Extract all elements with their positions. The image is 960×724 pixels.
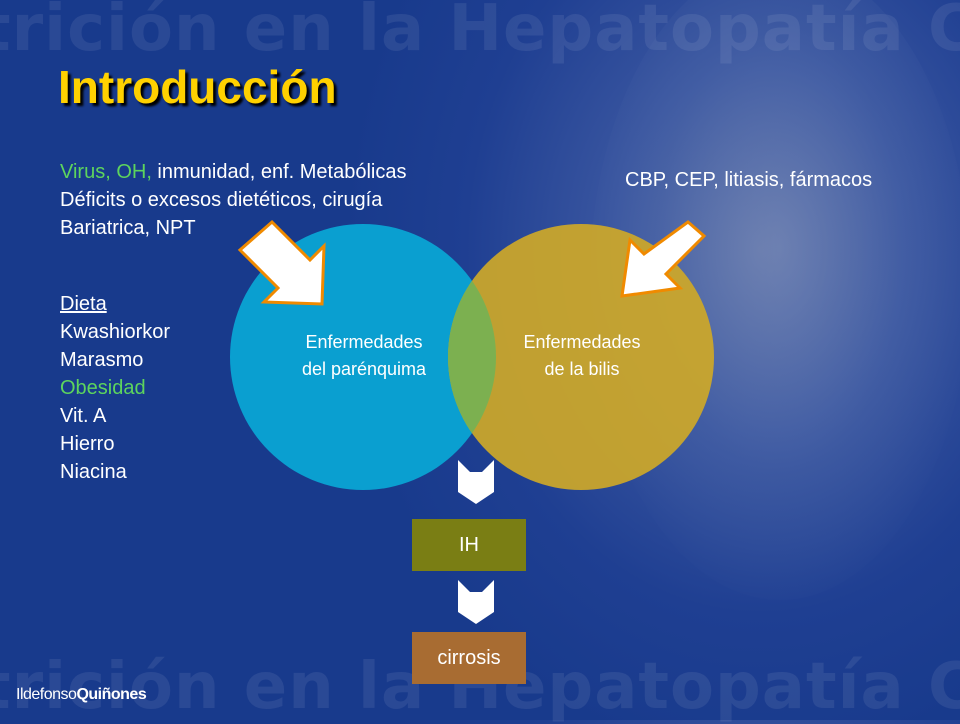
- logo-second: Quiñones: [76, 686, 147, 703]
- cirrosis-box: cirrosis: [412, 632, 526, 684]
- diet-item: Niacina: [60, 461, 127, 483]
- causes-line2: Déficits o excesos dietéticos, cirugía: [60, 189, 383, 211]
- chevron-down-icon: [458, 580, 494, 624]
- causes-line1: inmunidad, enf. Metabólicas: [151, 161, 407, 183]
- bile-label: Enfermedades de la bilis: [482, 329, 682, 383]
- bile-label-line1: Enfermedades: [523, 332, 641, 352]
- diet-item: Vit. A: [60, 405, 107, 427]
- logo-first: Ildefonso: [16, 686, 77, 703]
- parenchyma-label-line2: del parénquima: [301, 359, 427, 379]
- chevron-down-icon: [458, 460, 494, 504]
- diet-item: Hierro: [60, 433, 115, 455]
- ih-box: IH: [412, 519, 526, 571]
- diet-item: Obesidad: [60, 377, 146, 399]
- diet-item: Marasmo: [60, 349, 144, 371]
- diet-list: Dieta Kwashiorkor Marasmo Obesidad Vit. …: [60, 290, 170, 486]
- diet-heading: Dieta: [60, 293, 107, 315]
- parenchyma-label: Enfermedades del parénquima: [264, 329, 464, 383]
- causes-highlight: Virus, OH,: [60, 161, 152, 183]
- bile-label-line2: de la bilis: [544, 359, 620, 379]
- right-causes-text: CBP, CEP, litiasis, fármacos: [625, 169, 873, 191]
- page-title: Introducción: [58, 61, 337, 113]
- parenchyma-label-line1: Enfermedades: [305, 332, 423, 352]
- causes-line3: Bariatrica, NPT: [60, 217, 196, 239]
- diet-item: Kwashiorkor: [60, 321, 171, 343]
- arrow-down-right-icon: [237, 219, 326, 306]
- left-causes-text: Virus, OH, inmunidad, enf. Metabólicas D…: [60, 158, 406, 242]
- logo: IldefonsoQuiñones: [16, 686, 147, 704]
- arrow-down-left-icon: [620, 220, 707, 298]
- watermark-top: trición en la Hepatopatía Cró: [0, 0, 960, 66]
